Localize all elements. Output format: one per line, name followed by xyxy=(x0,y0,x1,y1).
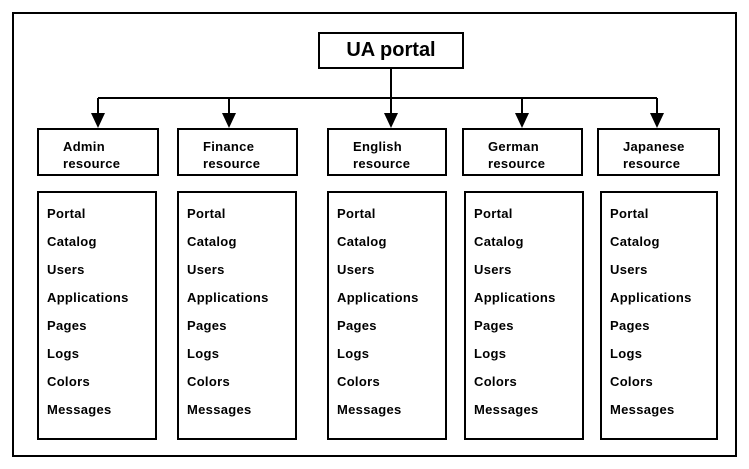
resource-label-line1: Japanese xyxy=(623,139,685,154)
list-item: Portal xyxy=(187,206,226,221)
diagram-frame xyxy=(12,12,737,457)
arrowhead-icon xyxy=(384,113,398,128)
list-item: Colors xyxy=(187,374,230,389)
german-resource-node: German resource xyxy=(462,128,583,176)
list-item: Catalog xyxy=(337,234,387,249)
list-item: Applications xyxy=(47,290,129,305)
list-item: Users xyxy=(610,262,648,277)
list-item: Messages xyxy=(337,402,402,417)
list-item: Portal xyxy=(337,206,376,221)
list-item: Messages xyxy=(474,402,539,417)
resource-label-line1: German xyxy=(488,139,539,154)
arrowhead-icon xyxy=(91,113,105,128)
list-item: Applications xyxy=(337,290,419,305)
list-item: Pages xyxy=(337,318,377,333)
arrowhead-icon xyxy=(515,113,529,128)
resource-label-line2: resource xyxy=(623,156,681,171)
german-resource-list: Portal Catalog Users Applications Pages … xyxy=(464,191,584,440)
list-item: Pages xyxy=(474,318,514,333)
admin-resource-list: Portal Catalog Users Applications Pages … xyxy=(37,191,157,440)
list-item: Portal xyxy=(610,206,649,221)
list-item: Colors xyxy=(337,374,380,389)
list-item: Pages xyxy=(47,318,87,333)
list-item: Logs xyxy=(47,346,80,361)
resource-label-line2: resource xyxy=(203,156,261,171)
admin-resource-node: Admin resource xyxy=(37,128,159,176)
list-item: Colors xyxy=(474,374,517,389)
japanese-resource-list: Portal Catalog Users Applications Pages … xyxy=(600,191,718,440)
arrow-to-japanese xyxy=(650,98,664,128)
resource-label-line1: English xyxy=(353,139,403,154)
list-item: Portal xyxy=(47,206,86,221)
japanese-resource-node: Japanese resource xyxy=(597,128,720,176)
arrow-to-english xyxy=(384,98,398,128)
list-item: Logs xyxy=(337,346,370,361)
list-item: Users xyxy=(474,262,512,277)
english-resource-node: English resource xyxy=(327,128,447,176)
list-item: Pages xyxy=(187,318,227,333)
list-item: Messages xyxy=(187,402,252,417)
arrow-to-admin xyxy=(91,98,105,128)
resource-label-line2: resource xyxy=(353,156,411,171)
resource-label-line2: resource xyxy=(63,156,121,171)
list-item: Logs xyxy=(187,346,220,361)
ua-portal-node: UA portal xyxy=(318,32,464,69)
list-item: Applications xyxy=(474,290,556,305)
list-item: Messages xyxy=(610,402,675,417)
list-item: Colors xyxy=(610,374,653,389)
list-item: Colors xyxy=(47,374,90,389)
list-item: Applications xyxy=(610,290,692,305)
list-item: Pages xyxy=(610,318,650,333)
finance-resource-node: Finance resource xyxy=(177,128,298,176)
arrowhead-icon xyxy=(650,113,664,128)
arrow-to-german xyxy=(515,98,529,128)
arrow-to-finance xyxy=(222,98,236,128)
root-label: UA portal xyxy=(346,39,436,61)
list-item: Logs xyxy=(474,346,507,361)
list-item: Applications xyxy=(187,290,269,305)
list-item: Users xyxy=(187,262,225,277)
list-item: Messages xyxy=(47,402,112,417)
list-item: Portal xyxy=(474,206,513,221)
resource-label-line1: Admin xyxy=(63,139,105,154)
arrowhead-icon xyxy=(222,113,236,128)
list-item: Catalog xyxy=(610,234,660,249)
list-item: Catalog xyxy=(474,234,524,249)
english-resource-list: Portal Catalog Users Applications Pages … xyxy=(327,191,447,440)
list-item: Users xyxy=(47,262,85,277)
resource-label-line2: resource xyxy=(488,156,546,171)
list-item: Catalog xyxy=(187,234,237,249)
list-item: Users xyxy=(337,262,375,277)
resource-label-line1: Finance xyxy=(203,139,255,154)
list-item: Logs xyxy=(610,346,643,361)
list-item: Catalog xyxy=(47,234,97,249)
finance-resource-list: Portal Catalog Users Applications Pages … xyxy=(177,191,297,440)
